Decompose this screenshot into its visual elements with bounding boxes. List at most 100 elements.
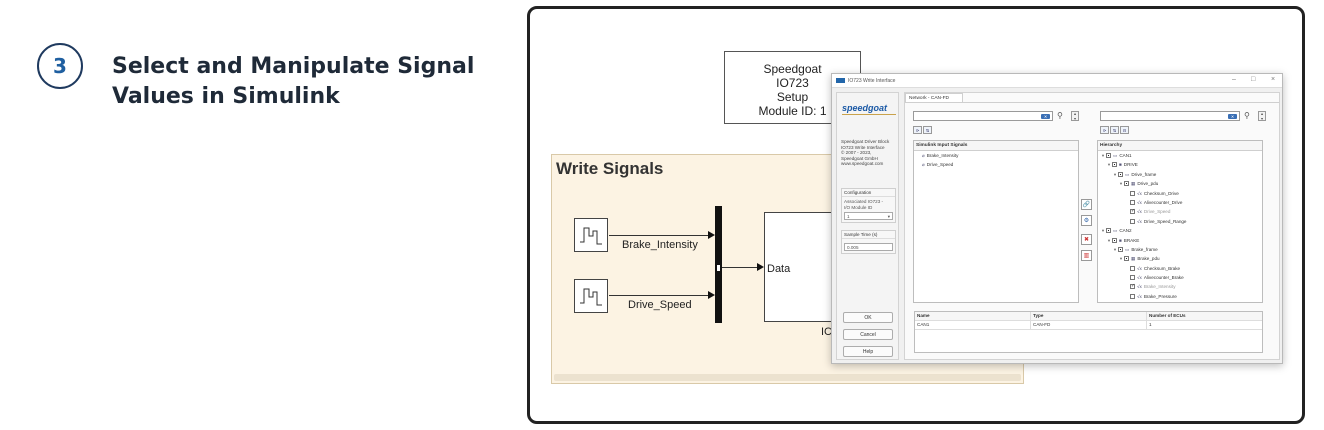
list-item[interactable]: ⌀Brake_Intensity (914, 151, 1078, 160)
setup-block-line: Module ID: 1 (758, 104, 827, 118)
dialog-titlebar[interactable]: IO723 Write Interface – □ × (832, 74, 1282, 88)
link-icon[interactable]: 🔗 (1081, 199, 1092, 210)
tree-checkbox[interactable] (1130, 207, 1135, 217)
search-nav-stepper[interactable]: ▲▼ (1258, 111, 1266, 121)
tree-checkbox[interactable] (1130, 282, 1135, 292)
step-title: Select and Manipulate Signal Values in S… (112, 54, 475, 109)
tree-item-label: Alivecounter_Brake (1143, 275, 1184, 281)
tree-checkbox[interactable] (1130, 190, 1135, 196)
hierarchy-search-input[interactable]: ✕ (1100, 111, 1240, 121)
tree-node-icon: √x (1137, 209, 1142, 215)
signal-line[interactable] (609, 235, 709, 236)
chevron-down-icon[interactable]: ▾ (1101, 153, 1105, 158)
tree-checkbox[interactable] (1118, 246, 1123, 252)
tree-item-label: Brake_frame (1131, 246, 1158, 252)
tree-item[interactable]: ▾▭CAN1 (1098, 151, 1262, 160)
delete-icon[interactable]: ✖ (1081, 234, 1092, 245)
io723-write-block[interactable] (764, 212, 844, 322)
signal-source-block[interactable] (574, 279, 608, 313)
help-button[interactable]: Help (843, 346, 893, 357)
tree-item-label: CAN1 (1119, 153, 1132, 158)
tree-checkbox[interactable] (1124, 181, 1129, 187)
tree-item-label: Drive_Speed (1143, 209, 1171, 215)
dialog-main-panel: Network - CAN-FD ✕ ⚲ ▲▼ ⟳ ⇅ ✕ ⚲ ▲▼ ⟳ ⇅ ⊟ (904, 92, 1280, 360)
sort-icon[interactable]: ⇅ (1110, 126, 1119, 134)
tree-node-icon: √x (1137, 293, 1142, 299)
chevron-down-icon[interactable]: ▾ (1119, 181, 1123, 187)
cancel-button[interactable]: Cancel (843, 329, 893, 340)
network-table: Name Type Number of ECUs CAN1 CAN-FD 1 (914, 311, 1263, 353)
sort-icon[interactable]: ⇅ (923, 126, 932, 134)
ok-button[interactable]: OK (843, 312, 893, 323)
refresh-icon[interactable]: ⟳ (1100, 126, 1109, 134)
chevron-down-icon[interactable]: ▾ (1113, 246, 1117, 252)
chevron-down-icon[interactable]: ▾ (1119, 256, 1123, 262)
tree-checkbox[interactable] (1106, 153, 1111, 158)
tree-item[interactable]: ▾▭Brake_frame (1098, 245, 1262, 254)
chevron-down-icon[interactable]: ▾ (1107, 162, 1111, 168)
search-icon[interactable]: ⚲ (1057, 111, 1063, 120)
list-item[interactable]: ⌀Drive_Speed (914, 160, 1078, 169)
tree-checkbox[interactable] (1112, 162, 1117, 168)
refresh-icon[interactable]: ⟳ (913, 126, 922, 134)
tree-item[interactable]: ▾▭Drive_frame (1098, 170, 1262, 179)
signal-line[interactable] (722, 267, 758, 268)
tree-item[interactable]: ▾■BRAKE (1098, 236, 1262, 245)
minimize-icon[interactable]: – (1232, 76, 1236, 83)
close-icon[interactable]: × (1271, 76, 1276, 83)
column-header[interactable]: Number of ECUs (1147, 312, 1262, 320)
tree-checkbox[interactable] (1130, 199, 1135, 205)
tree-checkbox[interactable] (1118, 171, 1123, 177)
collapse-icon[interactable]: ⊟ (1120, 126, 1129, 134)
tree-checkbox[interactable] (1130, 293, 1135, 299)
tree-checkbox[interactable] (1130, 218, 1135, 224)
chevron-down-icon: ▾ (887, 214, 890, 219)
column-header[interactable]: Name (915, 312, 1031, 320)
tree-node-icon: √x (1137, 265, 1142, 271)
maximize-icon[interactable]: □ (1251, 76, 1256, 83)
clear-search-icon[interactable]: ✕ (1228, 114, 1237, 119)
module-id-value: 1 (847, 214, 850, 219)
table-row[interactable]: CAN1 CAN-FD 1 (915, 321, 1262, 330)
column-header[interactable]: Type (1031, 312, 1147, 320)
search-nav-stepper[interactable]: ▲▼ (1071, 111, 1079, 121)
tab-network-can-fd[interactable]: Network - CAN-FD (905, 93, 963, 103)
tree-item[interactable]: ▾▦Brake_pdu (1098, 254, 1262, 263)
chevron-down-icon[interactable]: ▾ (1101, 228, 1105, 234)
tree-checkbox[interactable] (1124, 256, 1129, 262)
tree-checkbox[interactable] (1112, 237, 1117, 243)
signal-label: Drive_Speed (628, 299, 692, 311)
signal-line[interactable] (609, 295, 709, 296)
mux-output-port (716, 264, 721, 272)
auto-map-icon[interactable]: ⚙ (1081, 215, 1092, 226)
tree-checkbox[interactable] (1106, 228, 1111, 234)
sample-time-input[interactable]: 0.005 (844, 243, 893, 251)
tree-item[interactable]: ▾■DRIVE (1098, 160, 1262, 169)
signal-source-block[interactable] (574, 218, 608, 252)
signals-panel-header: Simulink Input Signals (914, 141, 1078, 151)
tree-item[interactable]: ▾▦Drive_pdu (1098, 179, 1262, 188)
tree-checkbox[interactable] (1130, 265, 1135, 271)
tree-item[interactable]: ▾▭CAN2 (1098, 226, 1262, 235)
hierarchy-panel: Hierarchy ▾▭CAN1▾■DRIVE▾▭Drive_frame▾▦Dr… (1097, 140, 1263, 303)
chevron-down-icon[interactable]: ▾ (1107, 237, 1111, 243)
clear-all-icon[interactable]: ▥ (1081, 250, 1092, 261)
chevron-down-icon[interactable]: ▾ (1113, 171, 1117, 177)
setup-block-line: Speedgoat (763, 62, 822, 76)
horizontal-scrollbar[interactable] (554, 374, 1021, 381)
signals-search-input[interactable]: ✕ (913, 111, 1053, 121)
tree-checkbox[interactable] (1130, 275, 1135, 281)
module-id-select[interactable]: 1 ▾ (844, 212, 893, 220)
search-icon[interactable]: ⚲ (1244, 111, 1250, 120)
clear-search-icon[interactable]: ✕ (1041, 114, 1050, 119)
tree-item-label: BRAKE (1123, 237, 1140, 243)
